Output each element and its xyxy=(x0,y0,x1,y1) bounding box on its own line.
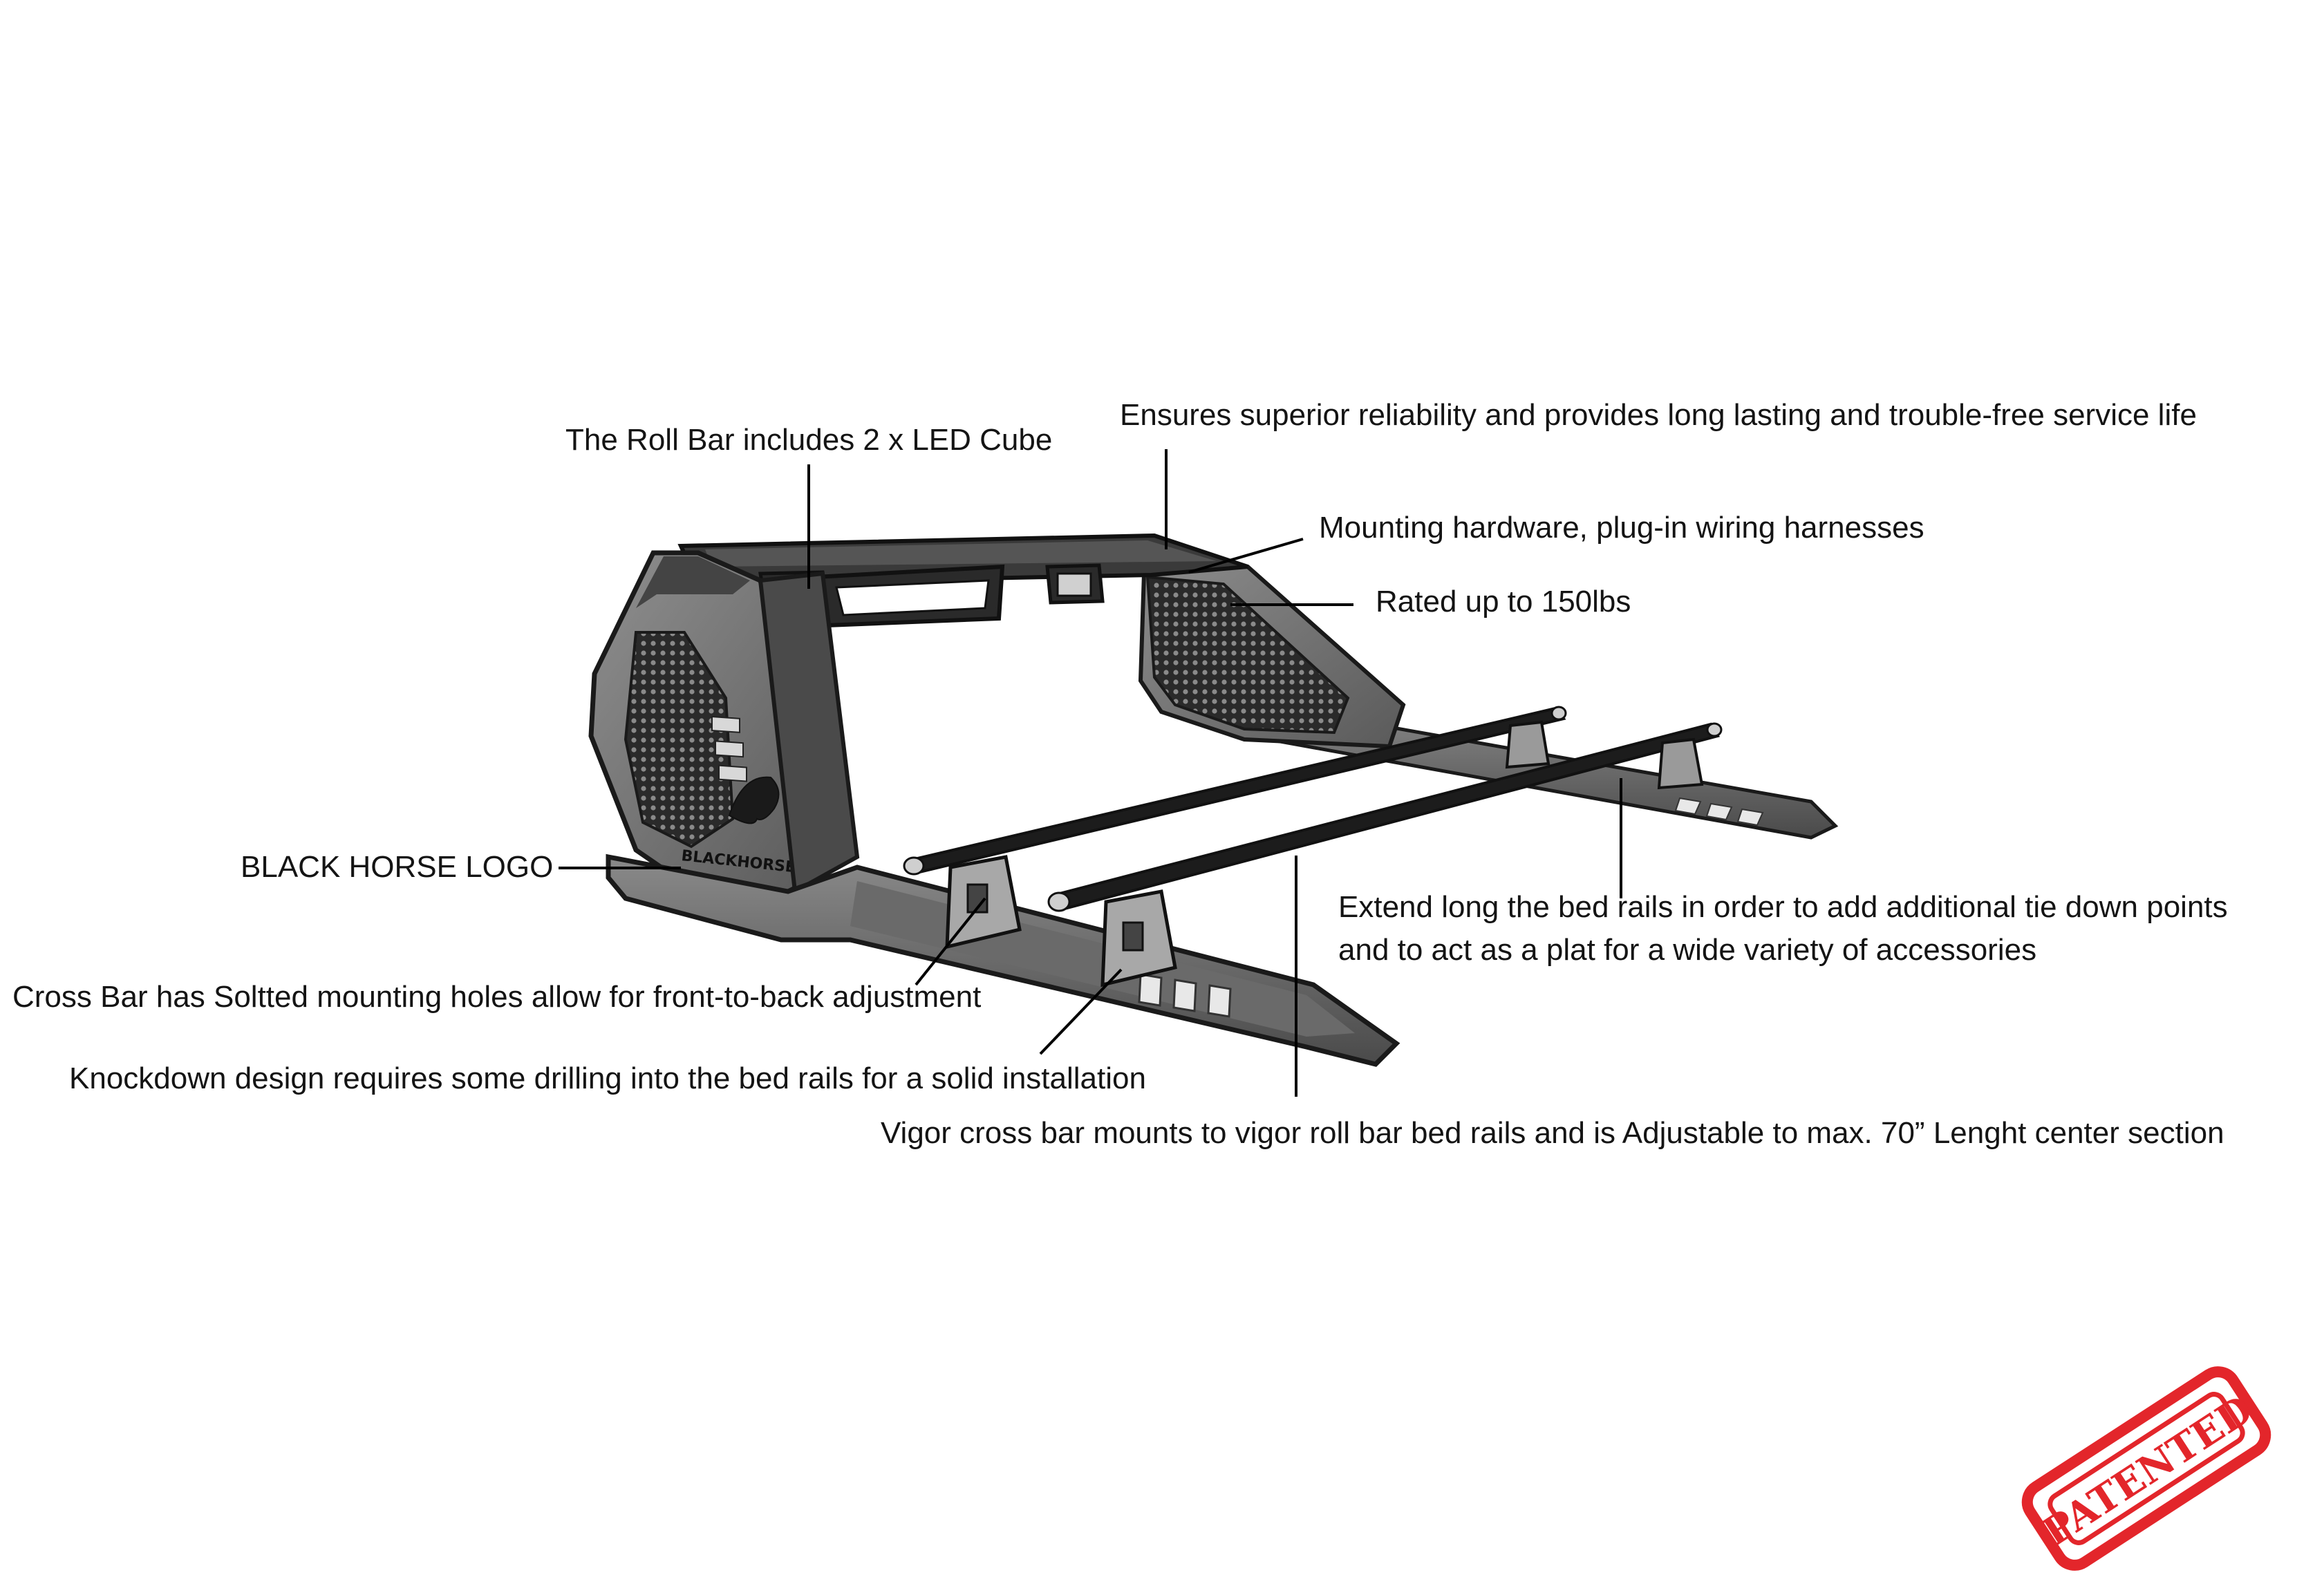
leader-lines xyxy=(559,449,1622,1097)
front-post xyxy=(758,571,860,895)
callout-extend-rails: Extend long the bed rails in order to ad… xyxy=(1338,886,2228,972)
callout-logo: BLACK HORSE LOGO xyxy=(241,850,554,884)
leader-knockdown xyxy=(1039,968,1123,1055)
cross-bar-rear xyxy=(903,706,1567,876)
cross-bar-foot-far-2 xyxy=(1657,737,1704,790)
callout-extend-rails-line1: Extend long the bed rails in order to ad… xyxy=(1338,890,2228,924)
mesh-grille-left xyxy=(624,631,735,849)
callout-rating: Rated up to 150lbs xyxy=(1376,585,1631,618)
stamp-border xyxy=(2021,1366,2271,1571)
callout-cross-bar: Cross Bar has Soltted mounting holes all… xyxy=(12,980,982,1014)
cross-bar-foot-far-1 xyxy=(1505,720,1550,769)
callout-reliability: Ensures superior reliability and provide… xyxy=(1120,398,2197,432)
led-cube-right xyxy=(1045,563,1105,605)
cross-bar-front xyxy=(1047,722,1723,912)
callout-extend-rails-line2: and to act as a plat for a wide variety … xyxy=(1338,933,2037,967)
side-panel-right xyxy=(1138,543,1406,749)
callout-knockdown: Knockdown design requires some drilling … xyxy=(69,1061,1146,1095)
cross-bar-foot-near-2 xyxy=(1100,889,1177,988)
callout-vigor: Vigor cross bar mounts to vigor roll bar… xyxy=(881,1116,2224,1150)
leader-cross-bar xyxy=(915,897,986,986)
leader-mounting-hardware xyxy=(1188,538,1304,574)
callout-mounting-hardware: Mounting hardware, plug-in wiring harnes… xyxy=(1319,511,1924,545)
horse-logo-icon xyxy=(728,776,780,824)
patented-stamp: PATENTED xyxy=(2021,1366,2271,1571)
mesh-grille-right xyxy=(1145,575,1350,735)
callout-rollbar-led: The Roll Bar includes 2 x LED Cube xyxy=(565,423,1053,457)
